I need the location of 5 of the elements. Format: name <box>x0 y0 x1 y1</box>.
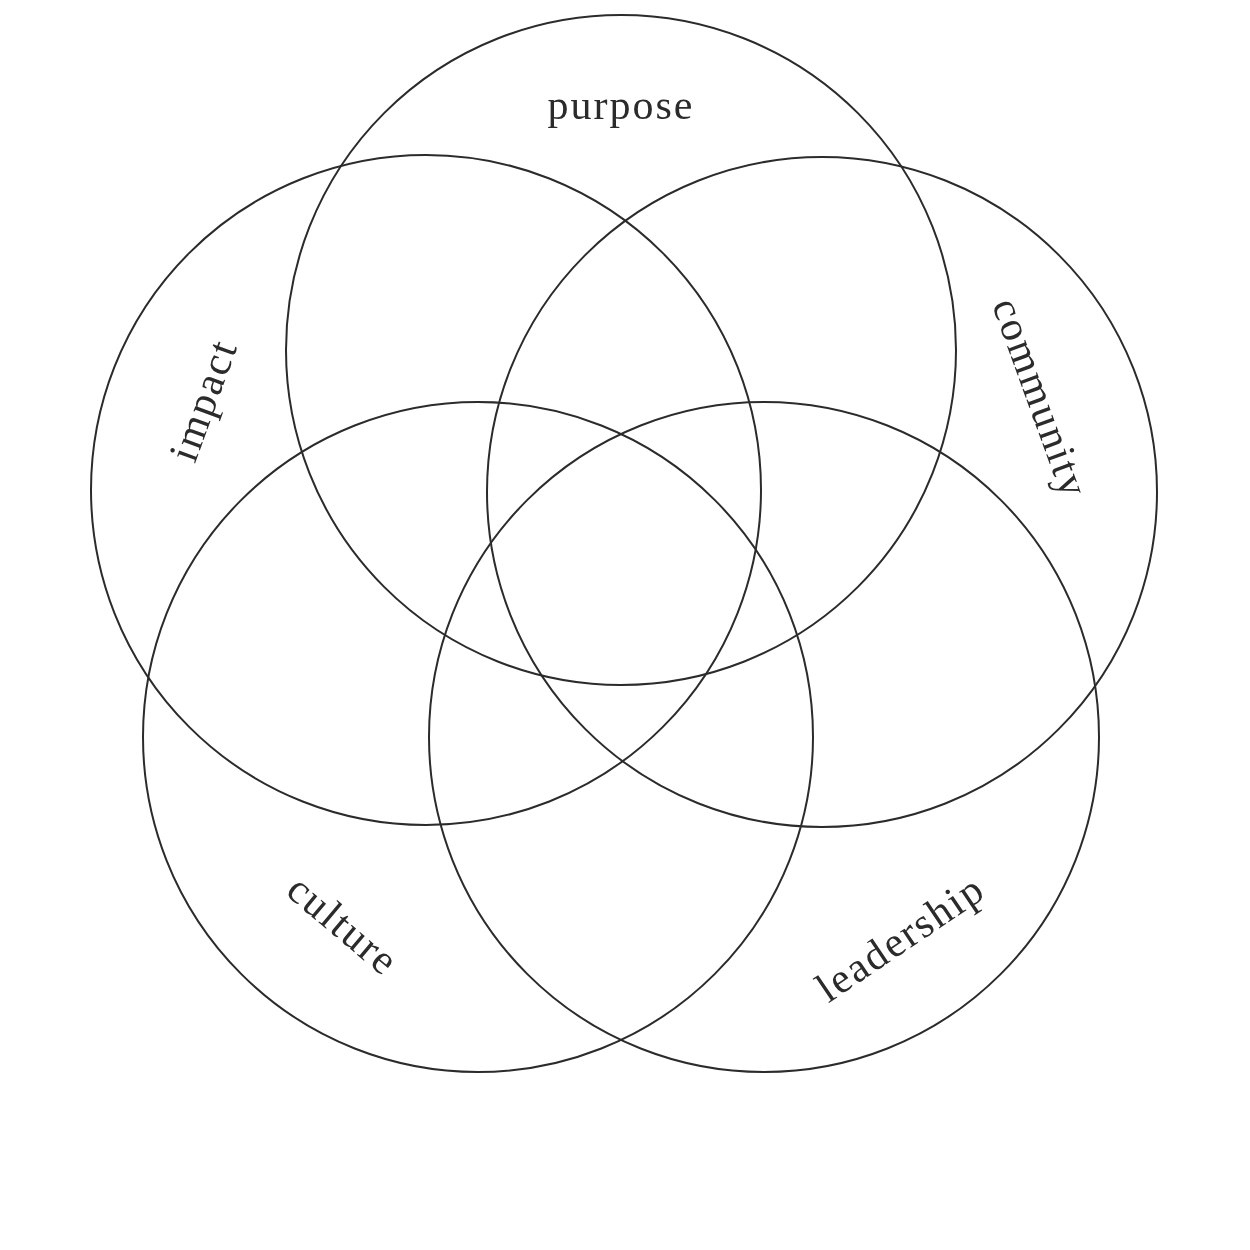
venn-circle <box>90 154 762 826</box>
venn-circle <box>486 156 1158 828</box>
circle-label: impact <box>159 332 248 468</box>
venn-circle <box>285 14 957 686</box>
circle-label: purpose <box>547 81 695 129</box>
